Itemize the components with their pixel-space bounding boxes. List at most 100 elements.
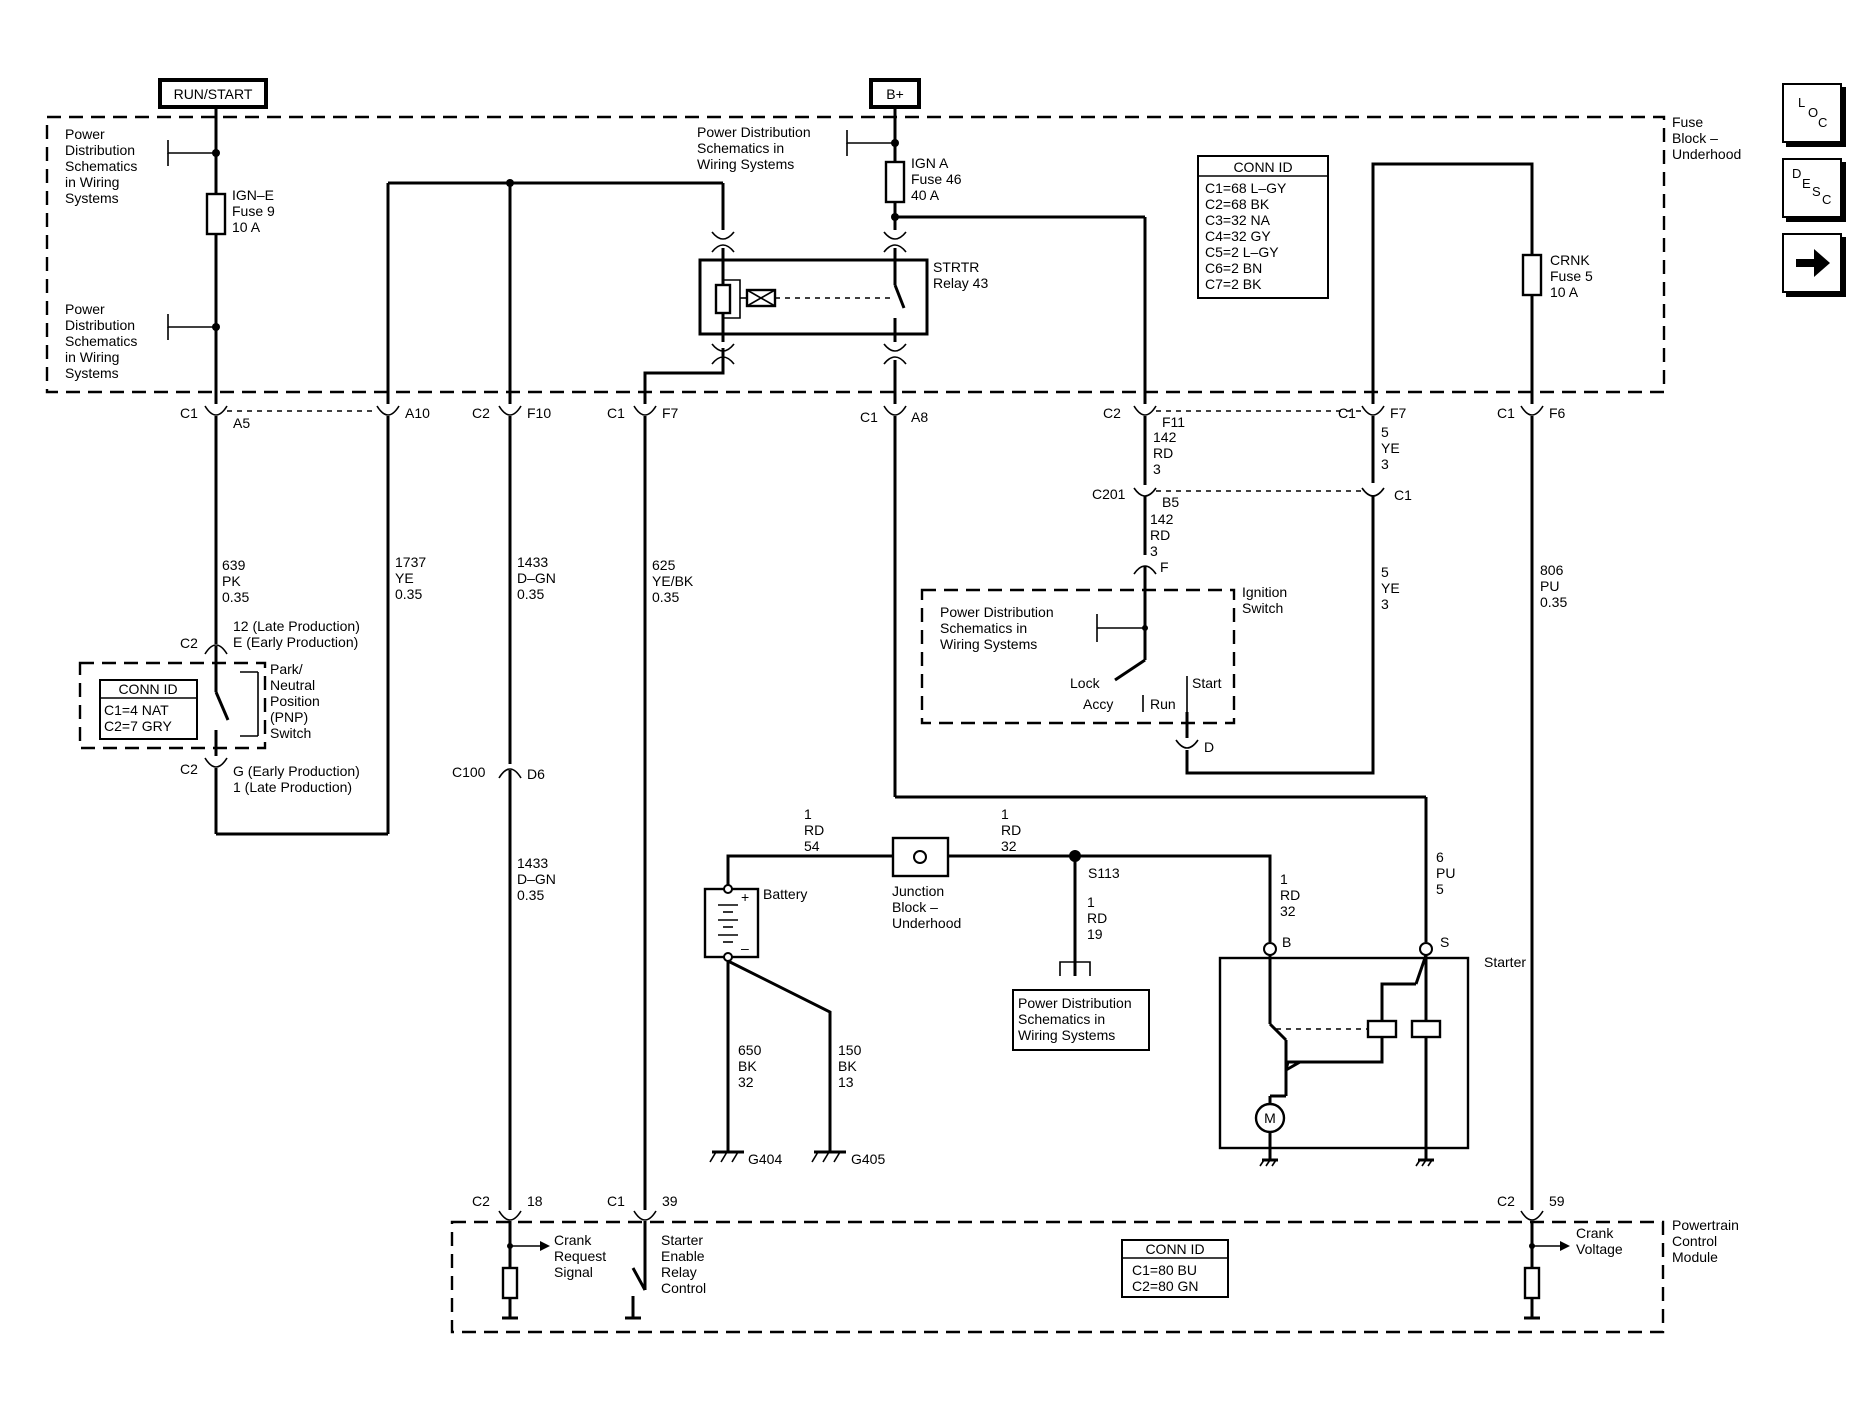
fb-connid-row: C7=2 BK [1205,276,1262,292]
desc-button[interactable]: D E S C [1782,158,1842,218]
pnp-connid-title: CONN ID [118,681,177,697]
fb-connid-row: C5=2 L–GY [1205,244,1279,260]
fb-connid-row: C6=2 BN [1205,260,1262,276]
loc-letter: L [1798,95,1806,110]
conn-c2-pnp-bottom: C2 [180,761,198,777]
conn-c1-f7b: C1 [1338,405,1356,421]
fuse-block-connid-box [1197,155,1329,299]
pin-18: 18 [527,1193,543,1209]
conn-c1-a5: C1 [180,405,198,421]
pin-d: D [1204,739,1214,755]
conn-c2-f10: C2 [472,405,490,421]
conn-c100: C100 [452,764,486,780]
pin-b5: B5 [1162,494,1179,510]
pin-1-late: 1 (Late Production) [233,779,352,795]
next-button[interactable] [1782,233,1842,293]
conn-c201: C201 [1092,486,1126,502]
b-plus-label: B+ [886,86,904,102]
ign-pos-lock: Lock [1070,675,1101,691]
conn-c1-39: C1 [607,1193,625,1209]
pin-f11: F11 [1162,414,1185,430]
fb-connid-row: C2=68 BK [1205,196,1270,212]
ground-g405-label: G405 [851,1151,885,1167]
battery-plus: + [741,889,749,905]
loc-letter: O [1808,105,1819,120]
pnp-connid-outline [78,661,267,750]
pin-a5: A5 [233,415,250,431]
ign-pos-start: Start [1192,675,1222,691]
pnp-connid-box [99,679,198,740]
fb-connid-row: C1=68 L–GY [1205,180,1287,196]
loc-button[interactable]: L O C [1782,83,1842,143]
pcm-connid-row: C2=80 GN [1132,1278,1199,1294]
ign-pos-accy: Accy [1083,696,1113,712]
pin-f: F [1160,559,1169,575]
starter-motor-label: M [1264,1110,1276,1126]
conn-c1-a8: C1 [860,409,878,425]
fuse-ign-a [884,160,906,204]
fb-connid-row: C4=32 GY [1205,228,1271,244]
desc-letter: S [1812,184,1821,199]
desc-letter: E [1802,176,1811,191]
ground-g405-icon [811,1150,846,1163]
pnp-connid-row: C2=7 GRY [104,718,172,734]
pcm-outline [450,1220,1665,1334]
fb-connid-row: C3=32 NA [1205,212,1271,228]
relay-coil-diode [714,283,732,315]
pin-59: 59 [1549,1193,1565,1209]
pin-a10: A10 [405,405,430,421]
conn-c1-f6: C1 [1497,405,1515,421]
ground-g404-icon [709,1150,744,1163]
pin-39: 39 [662,1193,678,1209]
crank-request-resistor [501,1266,519,1300]
pcm-connid-row: C1=80 BU [1132,1262,1197,1278]
pin-12-late: 12 (Late Production) [233,618,360,634]
starter-terminal-s: S [1440,934,1449,950]
arrow-right-icon [1796,249,1830,277]
loc-letter: C [1818,115,1828,130]
starter-label: Starter [1484,954,1526,970]
splice-label: S113 [1088,865,1120,881]
pin-c1: C1 [1394,487,1412,503]
fuse-ign-e [205,192,227,236]
run-start-source [158,78,268,109]
pin-e-early: E (Early Production) [233,634,358,650]
pin-d6: D6 [527,766,545,782]
pin-f7: F7 [662,405,679,421]
battery-minus: – [741,940,749,956]
conn-c2-18: C2 [472,1193,490,1209]
starter-solenoid-hold [1410,1019,1442,1039]
run-start-label: RUN/START [174,86,253,102]
pcm-connid-title: CONN ID [1145,1241,1204,1257]
pd-ref-box [1012,989,1150,1051]
battery-label: Battery [763,886,807,902]
ground-g404-label: G404 [748,1151,782,1167]
